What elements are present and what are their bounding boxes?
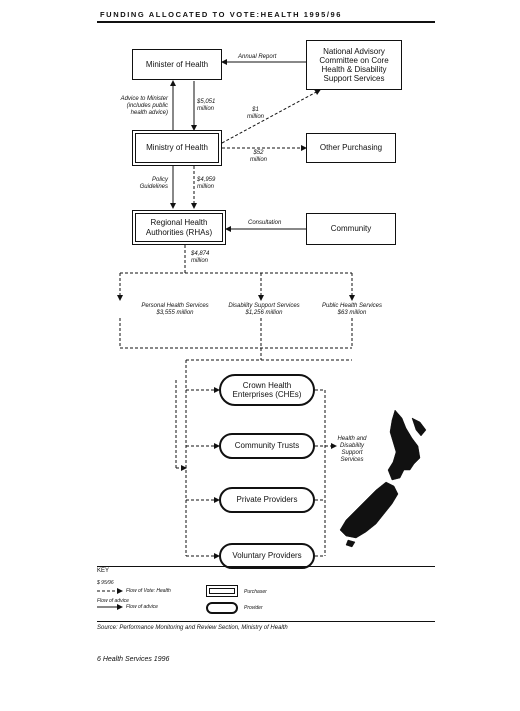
annual-report-label: Annual Report <box>238 54 277 60</box>
other-purchasing-box: Other Purchasing <box>306 133 396 163</box>
personal-health-services-label: Personal Health Services $3,555 million <box>141 303 209 316</box>
key-rule <box>97 566 435 567</box>
advice-to-minister-label: Advice to Minister (includes public heal… <box>120 96 168 116</box>
regional-health-authorities-box: Regional Health Authorities (RHAs) <box>132 210 226 245</box>
source-note: Source: Performance Monitoring and Revie… <box>97 625 288 631</box>
private-providers-box: Private Providers <box>219 487 315 513</box>
crown-health-enterprises-box: Crown Health Enterprises (CHEs) <box>219 374 315 406</box>
funding-52-label: $52 million <box>250 150 268 163</box>
national-advisory-committee-box: National Advisory Committee on Core Heal… <box>306 40 402 90</box>
key-purchaser-box <box>206 585 238 597</box>
key-flow-advice-title: Flow of advice <box>97 598 129 604</box>
minister-of-health-box: Minister of Health <box>132 49 222 80</box>
funding-1-label: $1 million <box>247 107 265 120</box>
key-provider-box <box>206 602 238 614</box>
voluntary-providers-box: Voluntary Providers <box>219 543 315 569</box>
key-provider: Provider <box>244 605 263 611</box>
community-trusts-box: Community Trusts <box>219 433 315 459</box>
source-rule <box>97 621 435 622</box>
consultation-label: Consultation <box>248 220 282 226</box>
page-footer: 6 Health Services 1996 <box>97 656 170 663</box>
funding-4874-label: $4,874 million <box>191 251 210 264</box>
ministry-of-health-box: Ministry of Health <box>132 130 222 166</box>
key-flow-vote: Flow of Vote: Health <box>126 588 171 594</box>
key-title: KEY <box>97 568 110 574</box>
funding-4959-label: $4,959 million <box>197 177 216 190</box>
key-flow-advice: Flow of advice <box>126 604 158 610</box>
key-purchaser: Purchaser <box>244 589 267 595</box>
community-box: Community <box>306 213 396 245</box>
funding-5051-label: $5,051 million <box>197 99 216 112</box>
page-header: Funding allocated to Vote:Health 1995/96 <box>100 10 343 19</box>
new-zealand-map <box>339 409 427 548</box>
health-disability-support-label: Health and Disability Support Services <box>337 436 367 463</box>
header-rule <box>97 21 435 23</box>
disability-support-services-label: Disability Support Services $1,256 milli… <box>228 303 300 316</box>
public-health-services-label: Public Health Services $63 million <box>321 303 383 316</box>
policy-guidelines-label: Policy Guidelines <box>139 177 168 190</box>
key-vote-unit: $ 95/96 <box>97 580 114 586</box>
